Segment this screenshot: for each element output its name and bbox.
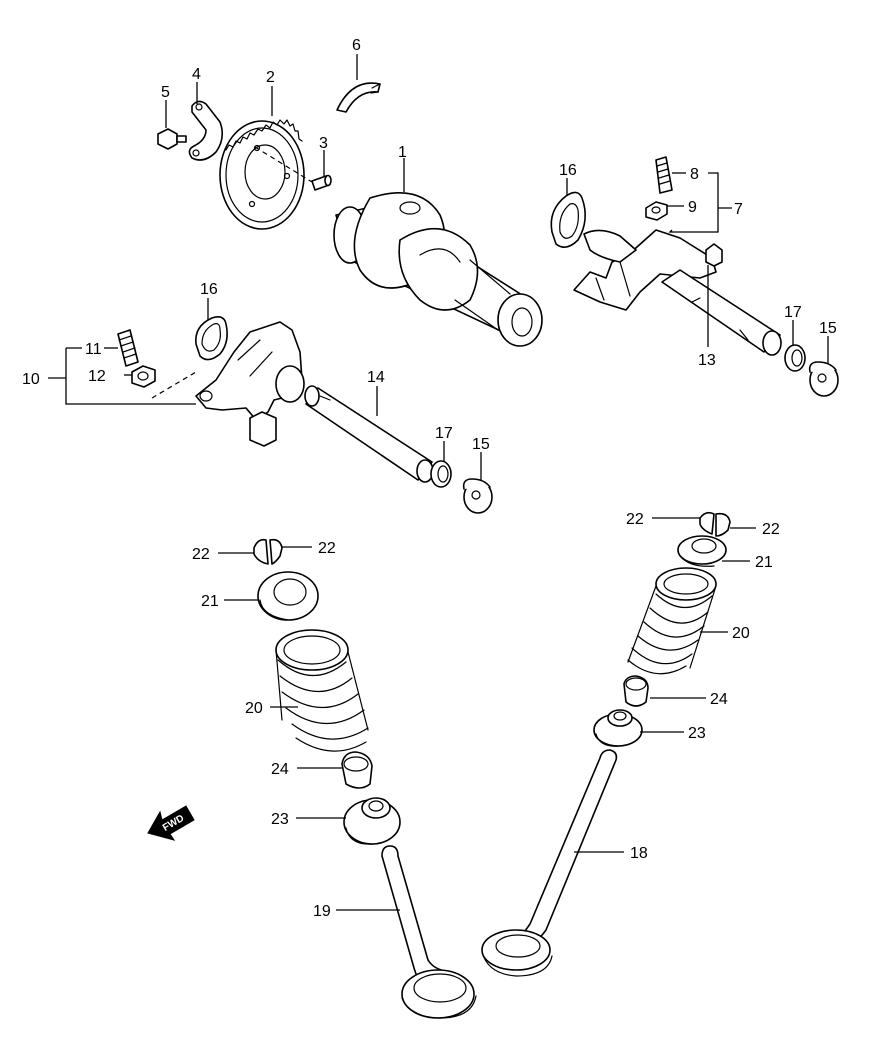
callout-15b: 15 [472,436,490,453]
part-23-spring-seat-right [593,709,643,747]
callout-22c: 22 [626,511,644,528]
callout-20b: 20 [732,625,750,642]
callout-3: 3 [319,135,328,152]
part-13-rocker-shaft-upper [661,269,782,356]
callout-23a: 23 [271,811,289,828]
part-20-valve-spring-left [275,629,369,752]
callout-12: 12 [88,368,106,385]
callout-21b: 21 [755,554,773,571]
callout-7: 7 [734,201,743,218]
callout-19: 19 [313,903,331,920]
part-17-washer-lower [430,460,452,488]
part-4-lock-plate [188,100,224,161]
part-24-stem-seal-right [623,675,649,707]
callout-6: 6 [352,37,361,54]
callout-22b: 22 [318,540,336,557]
callout-16a: 16 [559,162,577,179]
part-16-clip-lower [195,316,228,361]
part-20-valve-spring-right [627,567,717,675]
callout-24a: 24 [271,761,289,778]
part-8-adjusting-screw [655,156,673,194]
leader-lines [48,54,829,911]
part-21-spring-retainer-left [257,571,319,621]
callout-14: 14 [367,369,385,386]
part-10-rocker-arm [151,321,305,447]
part-15-plug-lower [462,478,493,514]
callout-21a: 21 [201,593,219,610]
part-7-rocker-arm [573,229,723,311]
callout-2: 2 [266,69,275,86]
part-15-plug-upper [808,361,839,397]
callout-16b: 16 [200,281,218,298]
forward-arrow-icon: FWD [147,805,195,841]
part-18-valve-right [481,749,618,977]
callout-11: 11 [85,341,102,358]
part-6-retainer-clip [336,82,381,113]
callout-22d: 22 [762,521,780,538]
part-9-lock-nut [645,201,668,221]
callout-1: 1 [398,144,407,161]
part-24-stem-seal-left [341,751,373,789]
part-23-spring-seat-left [343,797,401,845]
callout-24b: 24 [710,691,728,708]
callout-17a: 17 [784,304,802,321]
part-17-washer-upper [784,344,806,372]
callout-22a: 22 [192,546,210,563]
part-11-adjusting-screw [117,329,139,367]
part-19-valve-left [381,845,477,1019]
part-14-rocker-shaft-lower [304,385,434,483]
part-3-dowel-pin [254,146,332,191]
callout-5: 5 [161,84,170,101]
part-5-bolt [157,128,187,150]
part-22-valve-cotters-left [253,538,283,565]
part-2-cam-sprocket [219,119,305,230]
part-1-camshaft [333,192,543,347]
part-22-valve-cotters-right [699,511,731,537]
callout-18: 18 [630,845,648,862]
part-12-lock-nut [131,365,156,388]
part-21-spring-retainer-right [677,535,727,567]
callout-labels: 1 2 3 4 5 6 7 8 9 10 11 12 13 14 15 15 1… [22,37,837,920]
callout-20a: 20 [245,700,263,717]
callout-4: 4 [192,66,201,83]
callout-23b: 23 [688,725,706,742]
callout-15a: 15 [819,320,837,337]
callout-13: 13 [698,352,716,369]
callout-17b: 17 [435,425,453,442]
callout-8: 8 [690,166,699,183]
callout-9: 9 [688,199,697,216]
callout-10: 10 [22,371,40,388]
part-16-clip-upper [550,191,586,248]
